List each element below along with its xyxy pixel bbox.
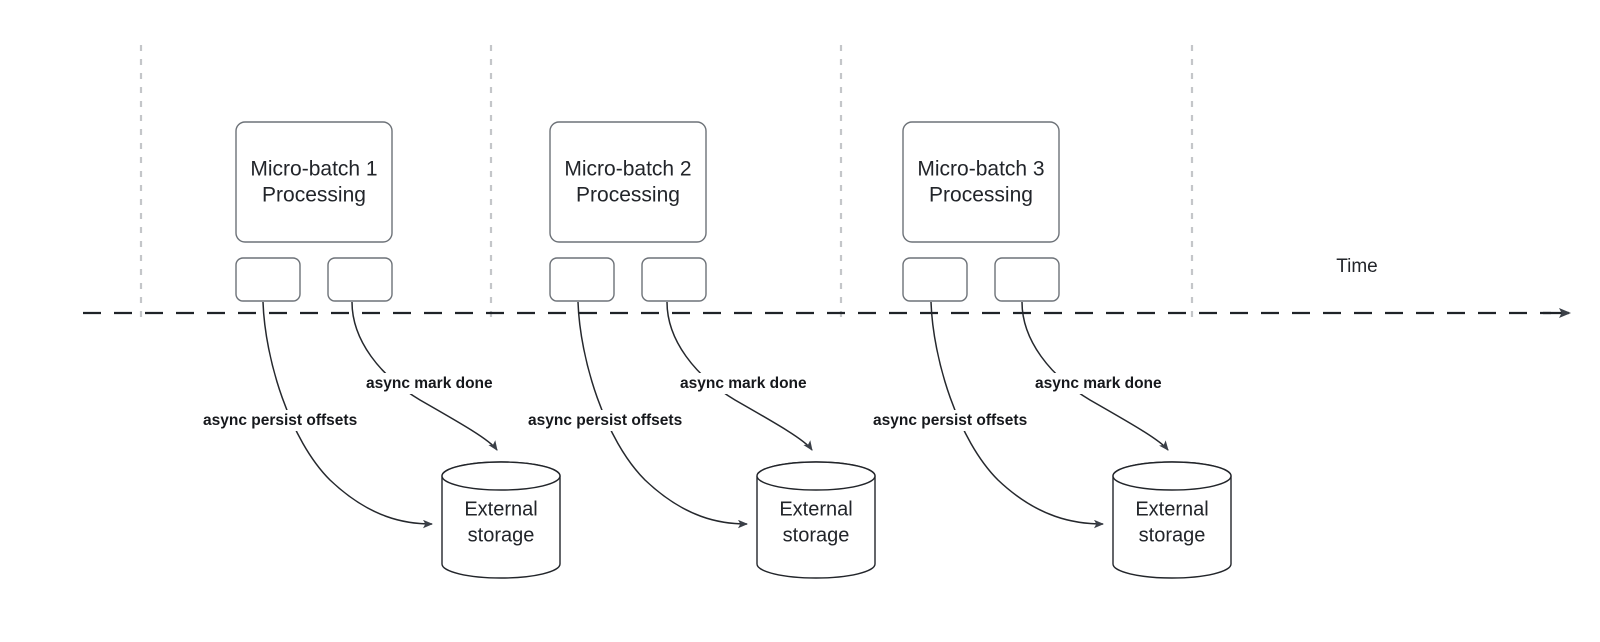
time-axis-label: Time — [1336, 256, 1378, 277]
external-storage-2-top — [756, 461, 876, 491]
micro-batch-2-mark-task-box[interactable] — [641, 257, 707, 302]
micro-batch-2-box[interactable] — [549, 121, 707, 243]
micro-batch-3-title-line2: Processing — [929, 184, 1033, 207]
micro-batch-2-mark-done-2-label: async mark done — [677, 373, 810, 394]
micro-batch-2-persist-offsets-2-label: async persist offsets — [525, 410, 686, 431]
axis-label-group: Time — [1336, 256, 1378, 277]
micro-batch-1-persist-offsets-1-curve — [262, 301, 433, 529]
external-storage-1-top — [441, 461, 561, 491]
micro-batch-2-persist-task-box[interactable] — [549, 257, 615, 302]
flow-curves-group — [262, 301, 1169, 529]
micro-batch-3-persist-offsets-3-label: async persist offsets — [870, 410, 1031, 431]
external-storage-3-label-line2: storage — [1139, 524, 1206, 546]
external-storage-1-label-line2: storage — [468, 524, 535, 546]
micro-batch-1-box[interactable] — [235, 121, 393, 243]
gridlines-group — [139, 45, 1194, 317]
micro-batch-3-title-line1: Micro-batch 3 — [917, 158, 1044, 181]
external-storage-2-label-line1: External — [779, 498, 852, 520]
external-storage-3-label-line1: External — [1135, 498, 1208, 520]
external-storage-3-top — [1112, 461, 1232, 491]
micro-batch-2-mark-done-2-curve — [666, 301, 813, 451]
micro-batch-3-box[interactable] — [902, 121, 1060, 243]
shapes-group: Micro-batch 1ProcessingExternalstorageMi… — [235, 121, 1232, 579]
micro-batch-3-persist-task-box[interactable] — [902, 257, 968, 302]
micro-batch-3-mark-done-3-curve — [1021, 301, 1169, 451]
micro-batch-1-title-line1: Micro-batch 1 — [250, 158, 377, 181]
micro-batch-1-mark-done-1-label: async mark done — [363, 373, 496, 394]
micro-batch-1-mark-task-box[interactable] — [327, 257, 393, 302]
micro-batch-3-mark-task-box[interactable] — [994, 257, 1060, 302]
micro-batch-1-persist-offsets-1-label: async persist offsets — [200, 410, 361, 431]
micro-batch-2-title-line1: Micro-batch 2 — [564, 158, 691, 181]
micro-batch-1-mark-done-1-curve — [351, 301, 498, 451]
micro-batch-2-title-line2: Processing — [576, 184, 680, 207]
micro-batch-3-mark-done-3-label: async mark done — [1032, 373, 1165, 394]
micro-batch-1-persist-task-box[interactable] — [235, 257, 301, 302]
external-storage-2-label-line2: storage — [783, 524, 850, 546]
micro-batch-2-persist-offsets-2-curve — [577, 301, 748, 529]
external-storage-1-label-line1: External — [464, 498, 537, 520]
micro-batch-1-title-line2: Processing — [262, 184, 366, 207]
micro-batch-3-persist-offsets-3-curve — [930, 301, 1104, 529]
